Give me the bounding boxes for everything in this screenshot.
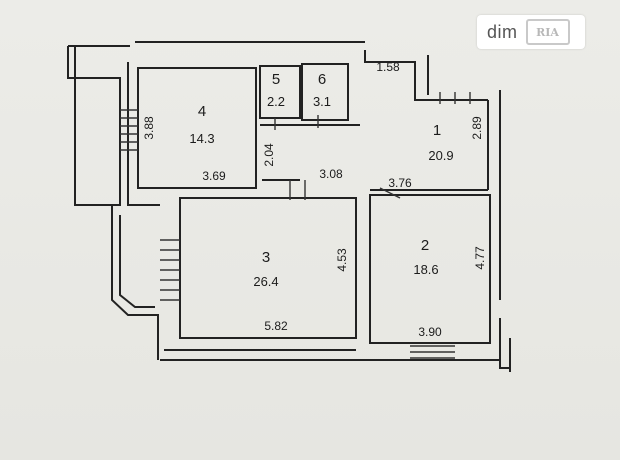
room-3-number: 3 — [262, 249, 270, 266]
room-4-area: 14.3 — [189, 131, 214, 146]
wall-lines — [67, 41, 511, 372]
dimension-3-69: 3.69 — [202, 169, 226, 183]
room-2-number: 2 — [421, 237, 429, 254]
room-4-number: 4 — [198, 103, 206, 120]
window-and-stair-marks — [120, 92, 471, 359]
dimension-3-88: 3.88 — [142, 116, 156, 140]
watermark-badge: dim RIA — [477, 15, 585, 49]
dimension-4-77: 4.77 — [473, 246, 487, 270]
dimension-3-08: 3.08 — [319, 167, 343, 181]
room-5-number: 5 — [272, 71, 280, 88]
dimension-1-58: 1.58 — [376, 60, 400, 74]
room-2-area: 18.6 — [413, 262, 438, 277]
room-5-area: 2.2 — [267, 94, 285, 109]
dimension-2-04: 2.04 — [262, 143, 276, 167]
watermark-text: dim — [487, 21, 518, 42]
dimension-4-53: 4.53 — [335, 248, 349, 272]
dimension-2-89: 2.89 — [470, 116, 484, 140]
room-1-number: 1 — [433, 122, 441, 139]
room-6-area: 3.1 — [313, 94, 331, 109]
dimension-5-82: 5.82 — [264, 319, 288, 333]
room-6-number: 6 — [318, 71, 326, 88]
room-3-area: 26.4 — [253, 274, 278, 289]
dimension-3-76: 3.76 — [388, 176, 412, 190]
room-1-area: 20.9 — [428, 148, 453, 163]
dimension-3-90: 3.90 — [418, 325, 442, 339]
watermark-logo: RIA — [525, 19, 570, 45]
